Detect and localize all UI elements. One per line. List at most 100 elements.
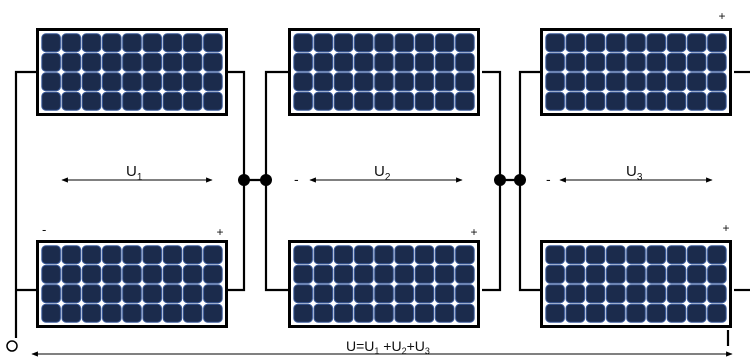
- solar-cell: [203, 52, 223, 72]
- solar-cell: [142, 72, 163, 92]
- solar-cell: [686, 245, 707, 265]
- solar-cell: [646, 33, 667, 53]
- solar-cell: [182, 264, 203, 284]
- solar-cell: [61, 52, 82, 72]
- polarity-plus-top-3: +: [718, 9, 725, 23]
- solar-cell: [414, 52, 435, 72]
- pv-module-bottom-2: [288, 240, 480, 328]
- solar-cell: [686, 264, 707, 284]
- solar-cell: [313, 264, 334, 284]
- solar-cell: [455, 264, 475, 284]
- solar-cell: [434, 264, 455, 284]
- solar-cell: [565, 303, 586, 323]
- solar-cell: [434, 245, 455, 265]
- solar-cell: [333, 72, 354, 92]
- solar-cell: [414, 91, 435, 111]
- solar-cell: [293, 72, 313, 92]
- solar-cell: [455, 72, 475, 92]
- solar-cell: [394, 91, 415, 111]
- solar-cell: [313, 52, 334, 72]
- solar-cell: [374, 91, 394, 111]
- solar-cell: [585, 91, 606, 111]
- solar-cell: [353, 284, 374, 304]
- solar-cell: [585, 245, 606, 265]
- solar-cell: [203, 245, 223, 265]
- solar-cell: [414, 303, 435, 323]
- solar-cell: [353, 72, 374, 92]
- solar-cell: [333, 284, 354, 304]
- solar-cell: [333, 33, 354, 53]
- solar-cell: [707, 72, 727, 92]
- wiring: [6, 70, 750, 352]
- solar-cell: [585, 284, 606, 304]
- solar-cell: [313, 245, 334, 265]
- polarity-minus-u3: -: [546, 171, 551, 187]
- solar-cell: [41, 72, 61, 92]
- solar-cell: [61, 245, 82, 265]
- solar-cell: [374, 303, 394, 323]
- solar-cell: [61, 284, 82, 304]
- solar-cell: [455, 91, 475, 111]
- solar-cell: [122, 33, 142, 53]
- solar-cell: [626, 52, 646, 72]
- solar-cell: [707, 33, 727, 53]
- solar-cell: [374, 245, 394, 265]
- polarity-plus-bottom-2: +: [470, 225, 477, 239]
- solar-cell: [353, 245, 374, 265]
- solar-cell: [394, 52, 415, 72]
- solar-cell: [565, 284, 586, 304]
- solar-cell: [626, 33, 646, 53]
- solar-cell: [81, 33, 102, 53]
- solar-cell: [545, 245, 565, 265]
- solar-cell: [41, 245, 61, 265]
- label-u3: U3: [626, 163, 643, 183]
- solar-cell: [605, 303, 626, 323]
- solar-cell: [374, 284, 394, 304]
- solar-cell: [646, 52, 667, 72]
- solar-cell: [101, 33, 122, 53]
- solar-cell: [455, 33, 475, 53]
- solar-cell: [666, 245, 687, 265]
- solar-cell: [646, 264, 667, 284]
- solar-cell: [707, 52, 727, 72]
- pv-module-top-2: [288, 28, 480, 116]
- solar-cell: [374, 33, 394, 53]
- wire-string1-left: [14, 70, 36, 338]
- solar-cell: [61, 33, 82, 53]
- solar-cell: [585, 264, 606, 284]
- solar-cell: [626, 245, 646, 265]
- solar-cell: [585, 72, 606, 92]
- solar-cell: [81, 91, 102, 111]
- solar-cell: [707, 245, 727, 265]
- solar-cell: [565, 264, 586, 284]
- solar-cell: [414, 33, 435, 53]
- solar-cell: [101, 284, 122, 304]
- solar-cell: [203, 284, 223, 304]
- solar-cell: [162, 284, 183, 304]
- solar-cell: [394, 284, 415, 304]
- solar-cell: [434, 284, 455, 304]
- solar-cell: [313, 91, 334, 111]
- solar-cell: [455, 245, 475, 265]
- solar-cell: [162, 245, 183, 265]
- solar-cell: [707, 264, 727, 284]
- solar-cell: [434, 52, 455, 72]
- solar-cell: [182, 303, 203, 323]
- solar-cell: [626, 91, 646, 111]
- solar-cell: [293, 303, 313, 323]
- solar-cell: [101, 52, 122, 72]
- solar-cell: [394, 72, 415, 92]
- junction-dot: [514, 174, 526, 186]
- solar-cell: [313, 303, 334, 323]
- solar-cell: [455, 52, 475, 72]
- polarity-plus-bottom-3: +: [722, 221, 729, 235]
- solar-cell: [626, 72, 646, 92]
- solar-cell: [333, 91, 354, 111]
- solar-cell: [666, 33, 687, 53]
- solar-cell: [41, 33, 61, 53]
- solar-cell: [394, 33, 415, 53]
- solar-cell: [182, 245, 203, 265]
- solar-cell: [686, 284, 707, 304]
- solar-cell: [414, 245, 435, 265]
- solar-cell: [646, 303, 667, 323]
